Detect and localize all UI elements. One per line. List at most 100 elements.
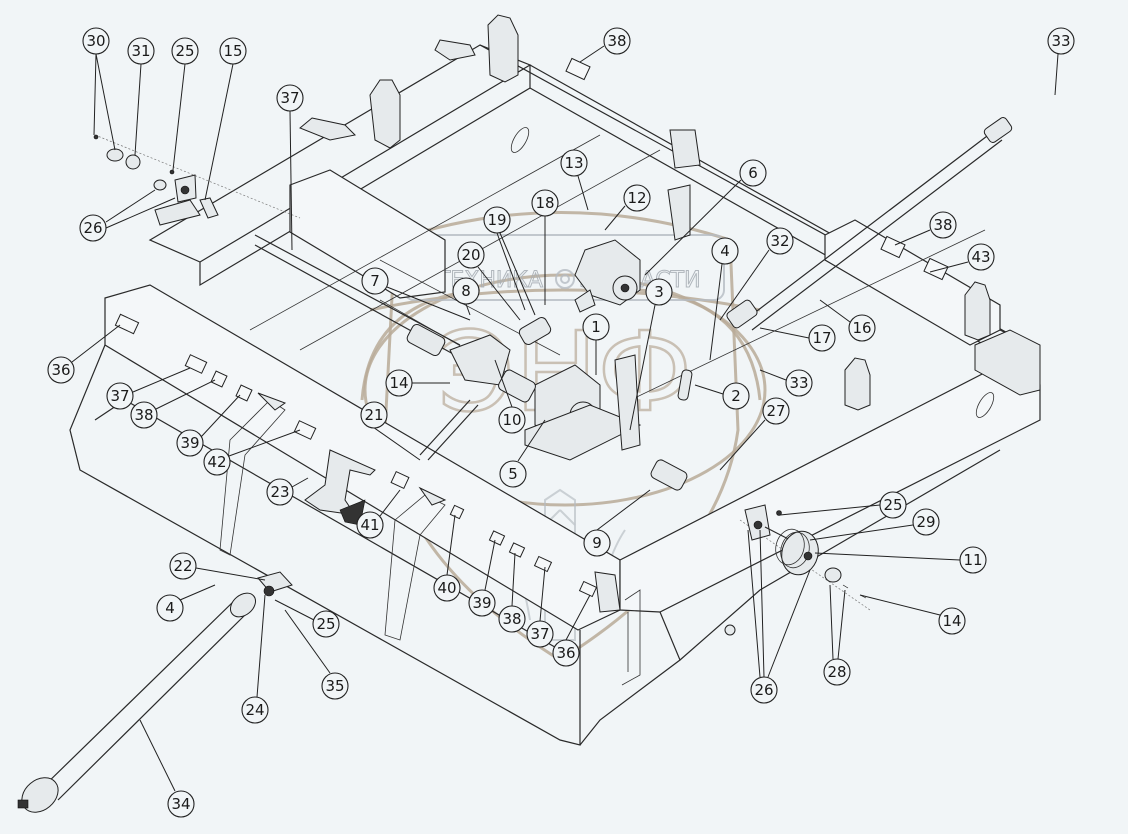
callout-circle: [848, 314, 876, 342]
callout-circle: [531, 189, 559, 217]
callout-label: 27: [766, 402, 785, 420]
callout-circle: [1047, 27, 1075, 55]
callout-circle: [266, 478, 294, 506]
callout-28: 28: [823, 658, 851, 686]
callout-label: 26: [754, 681, 773, 699]
callout-circle: [361, 267, 389, 295]
callout-label: 32: [770, 232, 789, 250]
callout-38: 38: [498, 605, 526, 633]
callout-21: 21: [360, 401, 388, 429]
u-joint-17: [726, 299, 758, 329]
callout-circle: [457, 241, 485, 269]
callout-label: 39: [472, 594, 491, 612]
callout-circle: [106, 382, 134, 410]
callout-label: 2: [731, 387, 741, 405]
right-cross-member: [824, 219, 1001, 346]
bracket-40: [418, 486, 447, 506]
callout-33: 33: [1047, 27, 1075, 55]
callout-label: 26: [83, 219, 102, 237]
callout-label: 13: [564, 154, 583, 172]
gearbox-base-plate: [524, 404, 642, 461]
pto-coupling: [229, 592, 257, 618]
callout-circle: [312, 610, 340, 638]
callout-label: 22: [173, 557, 192, 575]
callout-circle: [722, 382, 750, 410]
callout-circle: [879, 491, 907, 519]
callout-circle: [938, 607, 966, 635]
callout-label: 15: [223, 42, 242, 60]
callout-label: 30: [86, 32, 105, 50]
callout-label: 25: [316, 615, 335, 633]
callout-label: 38: [502, 610, 521, 628]
callout-label: 37: [280, 89, 299, 107]
callout-circle: [808, 324, 836, 352]
belt-tensioner: [614, 354, 641, 451]
callout-circle: [623, 184, 651, 212]
callout-label: 9: [592, 534, 602, 552]
callout-label: 14: [389, 374, 408, 392]
callout-36: 36: [552, 639, 580, 667]
callout-32: 32: [766, 227, 794, 255]
callout-36: 36: [47, 356, 75, 384]
callout-label: 3: [654, 283, 664, 301]
callout-circle: [583, 529, 611, 557]
callout-circle: [82, 27, 110, 55]
callout-7: 7: [361, 267, 389, 295]
gearbox-assembly: [449, 184, 693, 461]
callout-label: 24: [245, 701, 264, 719]
callout-5: 5: [499, 460, 527, 488]
bracket-back-top: [487, 14, 519, 83]
callout-label: 8: [461, 282, 471, 300]
callout-43: 43: [967, 243, 995, 271]
callout-4: 4: [156, 594, 184, 622]
callout-circle: [929, 211, 957, 239]
end-cap-9: [594, 571, 621, 613]
callout-circle: [219, 37, 247, 65]
callout-8: 8: [452, 277, 480, 305]
callout-38: 38: [603, 27, 631, 55]
u-joint-top: [983, 117, 1013, 143]
callout-label: 33: [1051, 32, 1070, 50]
callout-37: 37: [276, 84, 304, 112]
callout-label: 29: [916, 513, 935, 531]
callout-label: 39: [180, 434, 199, 452]
callout-label: 19: [487, 211, 506, 229]
callout-circle: [526, 620, 554, 648]
callout-39: 39: [468, 589, 496, 617]
side-handle: [621, 589, 641, 686]
callout-27: 27: [762, 397, 790, 425]
callout-label: 31: [131, 42, 150, 60]
callout-label: 40: [437, 579, 456, 597]
callout-label: 41: [360, 516, 379, 534]
u-joint-9: [650, 459, 688, 491]
callout-label: 42: [207, 453, 226, 471]
callout-label: 4: [165, 599, 175, 617]
mount-plate-left: [299, 117, 357, 141]
callout-label: 1: [591, 318, 601, 336]
bracket-42: [257, 392, 287, 411]
bracket-right: [964, 281, 991, 341]
callout-10: 10: [498, 406, 526, 434]
callout-38: 38: [929, 211, 957, 239]
callout-circle: [385, 369, 413, 397]
idler-plate: [449, 334, 511, 386]
callout-label: 10: [502, 411, 521, 429]
callout-circle: [167, 790, 195, 818]
callout-label: 25: [883, 496, 902, 514]
taper-bush-28: [824, 567, 842, 583]
callout-label: 6: [748, 164, 758, 182]
callout-37: 37: [526, 620, 554, 648]
callout-label: 35: [325, 677, 344, 695]
callout-38: 38: [130, 401, 158, 429]
mount-plate-top: [669, 129, 701, 169]
callout-label: 5: [508, 465, 518, 483]
callout-circle: [47, 356, 75, 384]
callout-34: 34: [167, 790, 195, 818]
callout-17: 17: [808, 324, 836, 352]
callout-26: 26: [79, 214, 107, 242]
callout-25: 25: [312, 610, 340, 638]
callout-circle: [498, 605, 526, 633]
left-exploded-parts: [93, 134, 301, 226]
callout-14: 14: [385, 369, 413, 397]
